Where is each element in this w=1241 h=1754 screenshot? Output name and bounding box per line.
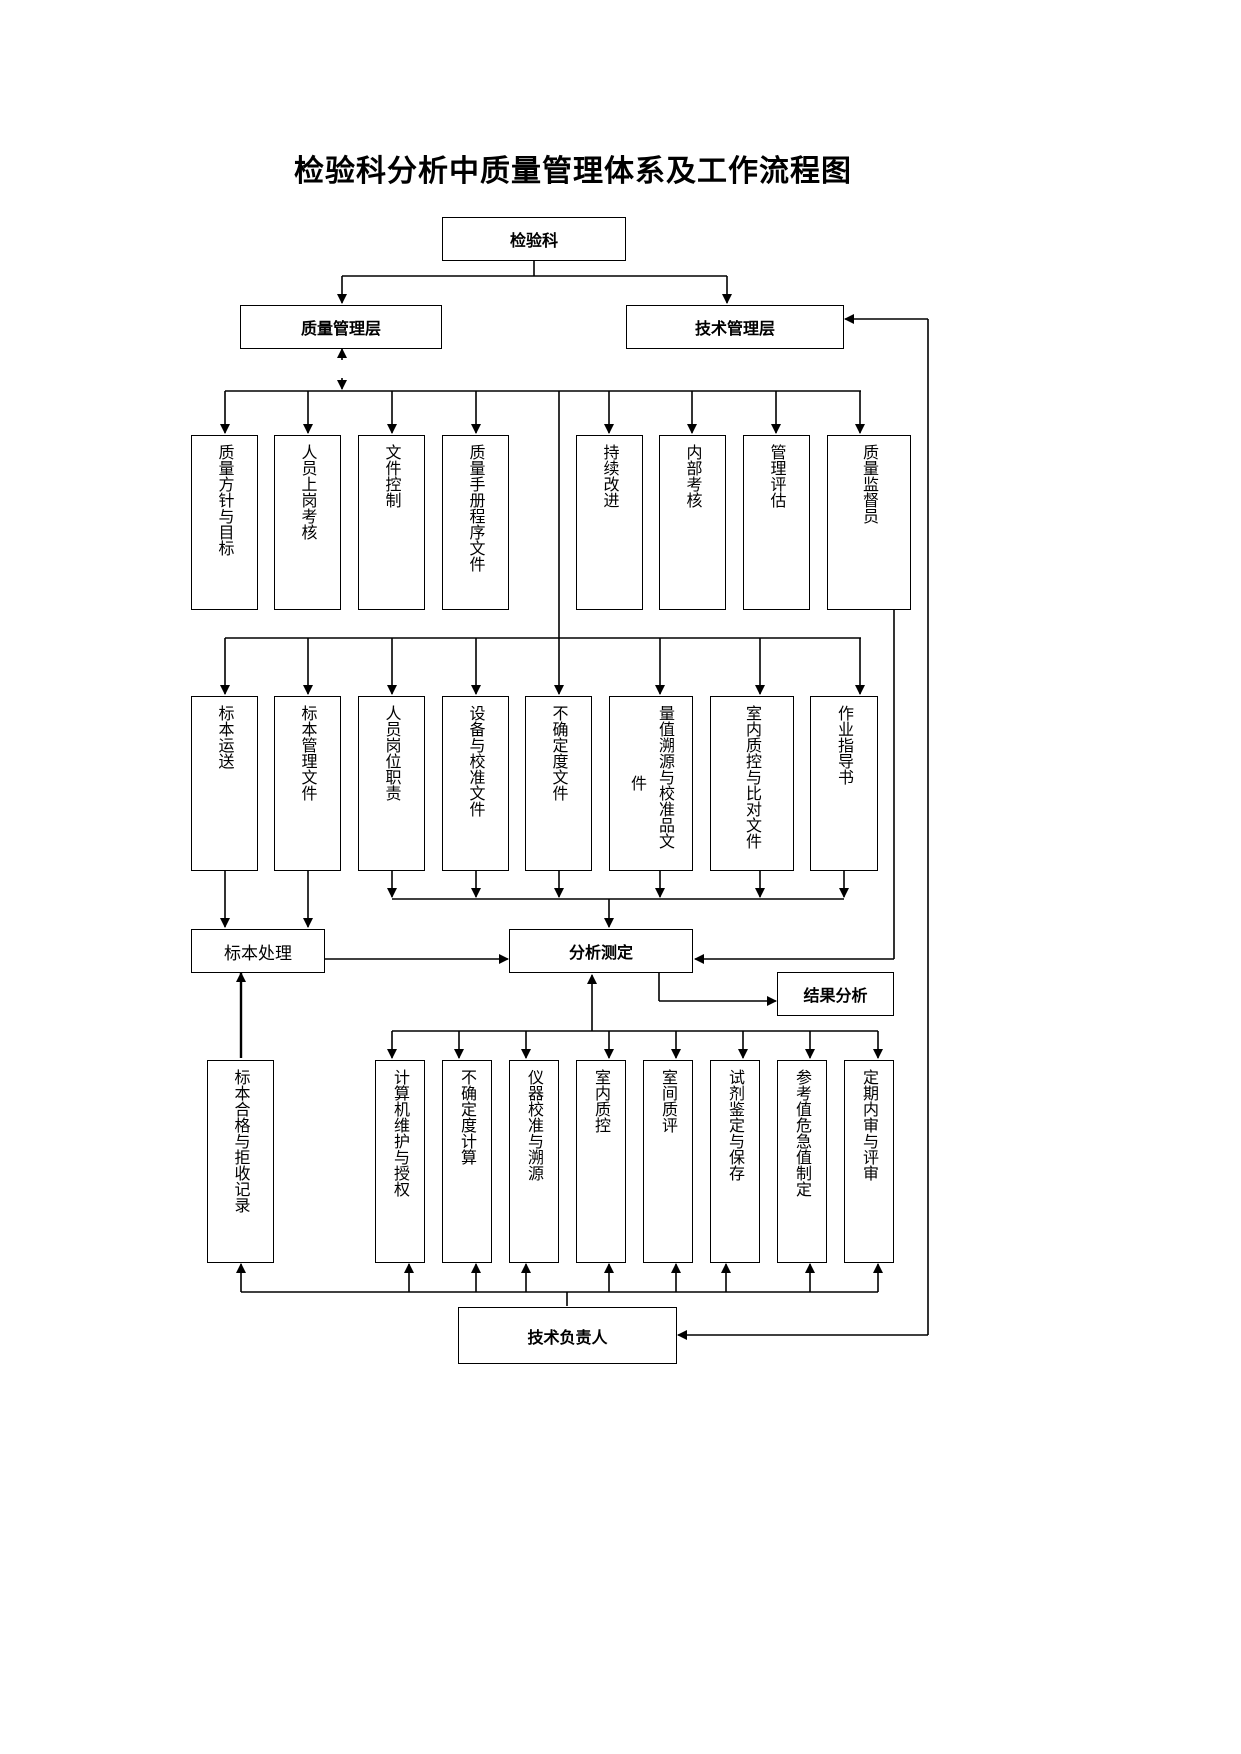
lab-node: 检验科 [442,217,626,261]
uncertainty-calc-node: 不确定度计算 [442,1060,492,1263]
staff-assessment-label: 人员上岗考核 [298,444,318,540]
eqa-label: 室间质评 [659,1069,678,1133]
iqc-docs-label: 室内质控与比对文件 [743,705,762,849]
computer-label: 计算机维护与授权 [391,1069,410,1197]
specimen-transport-label: 标本运送 [215,705,235,769]
page-title: 检验科分析中质量管理体系及工作流程图 [294,154,852,189]
reference-node: 参考值危急值制定 [777,1060,827,1263]
specimen-records-label: 标本合格与拒收记录 [231,1069,251,1213]
doc-control-label: 文件控制 [382,444,402,508]
mgmt-review-node: 管理评估 [743,435,810,610]
reagent-label: 试剂鉴定与保存 [726,1069,745,1181]
tech-director-node: 技术负责人 [458,1307,677,1364]
improvement-node: 持续改进 [576,435,643,610]
uncertainty-docs-label: 不确定度文件 [549,705,569,801]
reference-label: 参考值危急值制定 [793,1069,812,1197]
result-analysis-label: 结果分析 [803,986,868,1005]
specimen-processing-label: 标本处理 [224,943,292,964]
supervisor-node: 质量监督员 [827,435,911,610]
improvement-label: 持续改进 [600,444,620,508]
traceability-docs-label: 量值溯源与校准品文 [656,705,675,849]
instrument-cal-label: 仪器校准与溯源 [525,1069,544,1181]
staff-duties-node: 人员岗位职责 [358,696,425,871]
manual-label: 质量手册程序文件 [466,444,486,572]
result-analysis-node: 结果分析 [777,972,894,1016]
internal-audit-node: 内部考核 [659,435,726,610]
eqa-node: 室间质评 [643,1060,693,1263]
staff-assessment-node: 人员上岗考核 [274,435,341,610]
analysis-label: 分析测定 [568,943,633,962]
mgmt-review-label: 管理评估 [767,444,787,508]
policy-node: 质量方针与目标 [191,435,258,610]
doc-control-node: 文件控制 [358,435,425,610]
supervisor-label: 质量监督员 [860,444,879,524]
sop-node: 作业指导书 [810,696,878,871]
specimen-processing-node: 标本处理 [191,929,325,973]
specimen-docs-node: 标本管理文件 [274,696,341,871]
instrument-cal-node: 仪器校准与溯源 [509,1060,559,1263]
tech-mgmt-label: 技术管理层 [694,319,775,338]
lab-label: 检验科 [509,231,558,250]
uncertainty-docs-node: 不确定度文件 [525,696,592,871]
periodic-audit-label: 定期内审与评审 [860,1069,879,1181]
specimen-records-node: 标本合格与拒收记录 [207,1060,274,1263]
equipment-docs-node: 设备与校准文件 [442,696,509,871]
analysis-node: 分析测定 [509,929,693,973]
iqc-docs-node: 室内质控与比对文件 [710,696,794,871]
internal-audit-label: 内部考核 [683,444,703,508]
reagent-node: 试剂鉴定与保存 [710,1060,760,1263]
uncertainty-calc-label: 不确定度计算 [458,1069,477,1165]
sop-label: 作业指导书 [835,705,854,785]
quality-mgmt-label: 质量管理层 [300,319,381,338]
tech-mgmt-node: 技术管理层 [626,305,844,349]
iqc-node: 室内质控 [576,1060,626,1263]
equipment-docs-label: 设备与校准文件 [466,705,486,817]
quality-mgmt-node: 质量管理层 [240,305,442,349]
staff-duties-label: 人员岗位职责 [382,705,402,801]
iqc-label: 室内质控 [592,1069,611,1133]
connector-lines [220,260,929,1340]
policy-label: 质量方针与目标 [215,444,235,556]
computer-node: 计算机维护与授权 [375,1060,425,1263]
specimen-docs-label: 标本管理文件 [298,705,318,801]
traceability-docs-label-tail: 件 [628,775,647,791]
tech-director-label: 技术负责人 [527,1327,608,1347]
traceability-docs-node: 量值溯源与校准品文 件 [609,696,693,871]
periodic-audit-node: 定期内审与评审 [844,1060,894,1263]
specimen-transport-node: 标本运送 [191,696,258,871]
manual-node: 质量手册程序文件 [442,435,509,610]
